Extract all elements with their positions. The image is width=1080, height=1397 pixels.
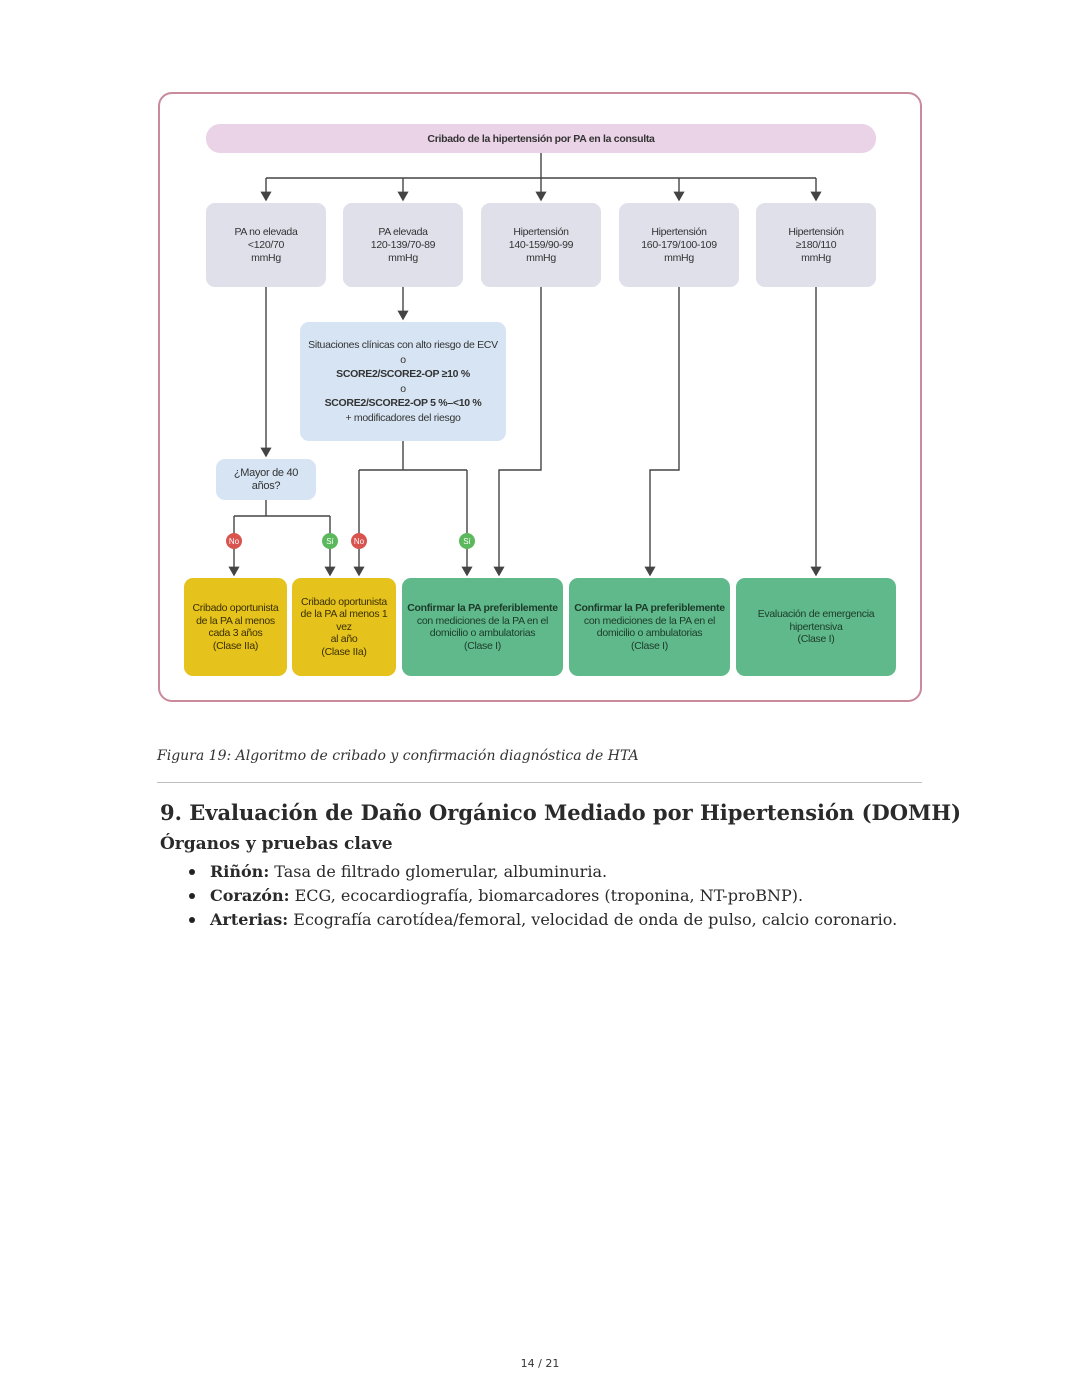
outcome-line: (Clase IIa): [321, 645, 367, 658]
item-label: Corazón:: [210, 886, 290, 905]
category-range: 160-179/100-109: [641, 238, 717, 251]
risk-box: Situaciones clínicas con alto riesgo de …: [300, 322, 506, 441]
risk-line: o: [400, 382, 406, 395]
risk-line: + modificadores del riesgo: [345, 411, 461, 424]
category-hipertension-2: Hipertensión 160-179/100-109 mmHg: [619, 203, 739, 287]
category-range: <120/70: [247, 238, 285, 251]
outcome-confirm-1: Confirmar la PA preferiblemente con medi…: [402, 578, 563, 676]
outcome-line: Evaluación de emergencia: [757, 608, 875, 621]
item-label: Arterias:: [210, 910, 289, 929]
outcome-line: de la PA al menos 1 vez: [300, 608, 388, 633]
risk-line: SCORE2/SCORE2-OP ≥10 %: [336, 368, 470, 380]
outcome-screening-1y: Cribado oportunista de la PA al menos 1 …: [292, 578, 396, 676]
outcome-line: hipertensiva: [789, 620, 843, 633]
category-range: 140-159/90-99: [508, 238, 574, 251]
outcome-line: con mediciones de la PA en el: [583, 614, 716, 627]
category-unit: mmHg: [801, 251, 831, 264]
risk-line: SCORE2/SCORE2-OP 5 %–<10 %: [324, 397, 482, 409]
outcome-confirm-2: Confirmar la PA preferiblemente con medi…: [569, 578, 730, 676]
figure-caption: Figura 19: Algoritmo de cribado y confir…: [157, 748, 639, 764]
category-range: ≥180/110: [795, 238, 837, 251]
divider: [157, 782, 922, 783]
badge-no: No: [351, 533, 367, 549]
risk-line: Situaciones clínicas con alto riesgo de …: [308, 339, 498, 351]
outcome-line: (Clase I): [797, 633, 835, 646]
badge-si: Sí: [322, 533, 338, 549]
outcome-line: de la PA al menos: [196, 614, 275, 627]
category-unit: mmHg: [388, 251, 418, 264]
outcome-line: (Clase IIa): [212, 639, 259, 652]
outcome-line: domicilio o ambulatorias: [596, 627, 703, 639]
outcome-screening-3y: Cribado oportunista de la PA al menos ca…: [184, 578, 287, 676]
outcome-line: (Clase I): [631, 639, 668, 652]
section-subtitle: Órganos y pruebas clave: [160, 834, 393, 854]
category-label: PA elevada: [378, 225, 428, 238]
item-text: ECG, ecocardiografía, biomarcadores (tro…: [289, 886, 804, 905]
category-label: Hipertensión: [513, 225, 569, 238]
outcome-line: Cribado oportunista: [301, 595, 387, 608]
outcome-line: domicilio o ambulatorias: [429, 627, 536, 639]
risk-line: o: [400, 353, 406, 366]
outcome-line: (Clase I): [464, 639, 501, 652]
item-label: Riñón:: [210, 862, 270, 881]
outcome-line: Cribado oportunista: [192, 602, 279, 614]
question-box: ¿Mayor de 40 años?: [216, 459, 316, 500]
category-hipertension-3: Hipertensión ≥180/110 mmHg: [756, 203, 876, 287]
badge-no: No: [226, 533, 242, 549]
category-unit: mmHg: [251, 251, 281, 264]
outcome-line: Confirmar la PA preferiblemente: [574, 602, 725, 614]
outcome-line: Confirmar la PA preferiblemente: [407, 602, 558, 614]
badge-si: Sí: [459, 533, 475, 549]
category-hipertension-1: Hipertensión 140-159/90-99 mmHg: [481, 203, 601, 287]
section-title: 9. Evaluación de Daño Orgánico Mediado p…: [160, 800, 962, 825]
list-item: Arterias: Ecografía carotídea/femoral, v…: [188, 908, 897, 932]
organ-list: Riñón: Tasa de filtrado glomerular, albu…: [188, 860, 897, 932]
outcome-line: cada 3 años: [208, 627, 263, 639]
item-text: Tasa de filtrado glomerular, albuminuria…: [269, 862, 608, 881]
flow-top-box: Cribado de la hipertensión por PA en la …: [206, 124, 876, 153]
category-pa-elevada: PA elevada 120-139/70-89 mmHg: [343, 203, 463, 287]
page-number: 14 / 21: [520, 1357, 560, 1370]
category-label: Hipertensión: [788, 225, 844, 238]
outcome-line: con mediciones de la PA en el: [416, 614, 549, 627]
category-pa-no-elevada: PA no elevada <120/70 mmHg: [206, 203, 326, 287]
category-label: PA no elevada: [234, 225, 298, 238]
list-item: Corazón: ECG, ecocardiografía, biomarcad…: [188, 884, 897, 908]
category-range: 120-139/70-89: [370, 238, 436, 251]
category-unit: mmHg: [664, 251, 694, 264]
flowchart-connectors: [228, 153, 822, 577]
category-label: Hipertensión: [651, 225, 707, 238]
category-unit: mmHg: [526, 251, 556, 264]
item-text: Ecografía carotídea/femoral, velocidad d…: [288, 910, 898, 929]
outcome-line: al año: [330, 633, 358, 646]
outcome-emergency: Evaluación de emergencia hipertensiva (C…: [736, 578, 896, 676]
list-item: Riñón: Tasa de filtrado glomerular, albu…: [188, 860, 897, 884]
